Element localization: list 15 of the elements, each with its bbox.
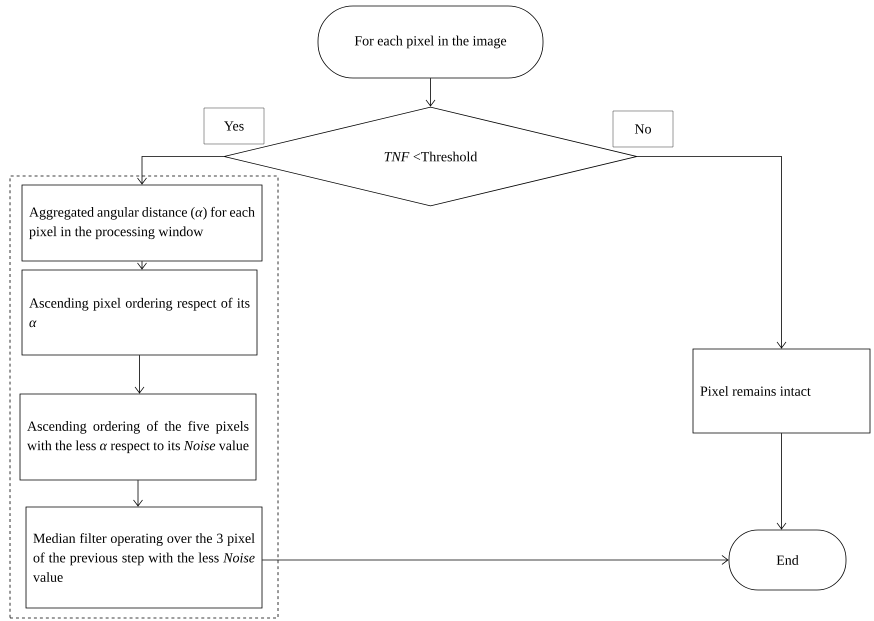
process-box: Median filter operating over the 3 pixel of the previous step with the less Noise value xyxy=(26,506,262,608)
arrow xyxy=(262,555,729,565)
arrow xyxy=(776,433,786,530)
arrow xyxy=(133,480,143,507)
arrow xyxy=(426,78,436,107)
edge-label: No xyxy=(612,110,674,148)
process-box: Ascending ordering of the five pixels with the less α respect to its Noise value xyxy=(20,394,256,480)
dashed-group-box xyxy=(10,176,278,618)
process-box: Aggregated angular distance (α) for each pixel in the processing window xyxy=(22,184,262,262)
edge-label: Yes xyxy=(204,108,264,144)
process-box: Ascending pixel ordering respect of its α xyxy=(22,270,258,356)
process-box: Pixel remains intact xyxy=(692,348,870,434)
arrow xyxy=(137,156,224,185)
arrow xyxy=(134,355,144,394)
arrow xyxy=(637,156,786,349)
